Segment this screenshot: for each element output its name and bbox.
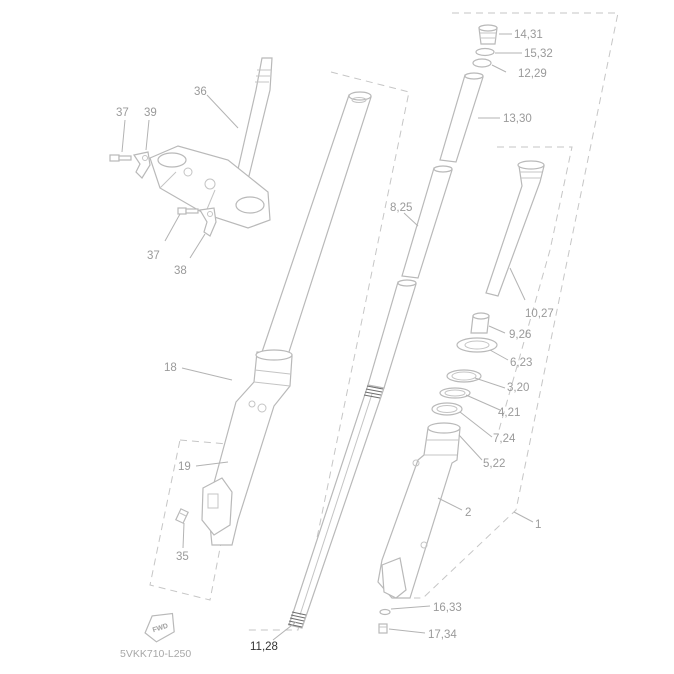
label-19: 19 — [178, 461, 191, 473]
label-17-34: 17,34 — [428, 629, 457, 641]
label-9-26: 9,26 — [509, 329, 531, 341]
bushing-9-26 — [470, 312, 490, 334]
group-outline-outer-tube-assembly — [414, 12, 619, 599]
clip-3-20 — [446, 369, 482, 383]
label-37-lower: 37 — [147, 250, 160, 262]
bolt-37-lower — [177, 207, 199, 215]
seal-12-29 — [472, 58, 492, 68]
damper-rod-13-30 — [439, 72, 484, 163]
damper-rod-lower — [367, 279, 417, 389]
o-ring-15-32 — [475, 47, 495, 57]
oil-seal-4-21 — [439, 387, 471, 399]
label-39: 39 — [144, 107, 157, 119]
group-outline-lower-bracket — [149, 439, 241, 601]
dust-seal-6-23 — [456, 337, 498, 353]
washer-7-24 — [431, 402, 463, 416]
inner-tube-bottom-thread — [287, 611, 307, 628]
damper-rod-8-25 — [401, 165, 453, 279]
inner-tube — [287, 382, 385, 629]
label-11-28: 11,28 — [250, 641, 278, 653]
outer-tube-left — [261, 91, 372, 356]
label-13-30: 13,30 — [503, 113, 532, 125]
damper-cartridge-10-27 — [485, 160, 545, 297]
clamp-39 — [133, 151, 151, 179]
label-1: 1 — [535, 519, 541, 531]
label-3-20: 3,20 — [507, 382, 529, 394]
label-15-32: 15,32 — [524, 48, 553, 60]
washer-16-33 — [379, 608, 391, 616]
label-7-24: 7,24 — [493, 433, 516, 445]
label-18: 18 — [164, 362, 177, 374]
group-outline-inner-tube — [245, 71, 410, 631]
label-12-29: 12,29 — [518, 68, 547, 80]
label-36: 36 — [194, 86, 207, 98]
diagram-code: 5VKK710-L250 — [120, 648, 191, 660]
label-10-27: 10,27 — [525, 308, 554, 320]
steering-stem — [235, 57, 273, 181]
label-35: 35 — [176, 551, 189, 563]
bolt-17-34 — [378, 623, 388, 634]
fork-leg-left — [201, 349, 293, 546]
label-16-33: 16,33 — [433, 602, 462, 614]
label-4-21: 4,21 — [498, 407, 520, 419]
label-8-25: 8,25 — [390, 202, 412, 214]
clamp-38 — [199, 207, 217, 237]
bolt-37-upper — [109, 154, 132, 162]
label-5-22: 5,22 — [483, 458, 505, 470]
group-outline-damper-parts — [497, 146, 573, 431]
leader-lines — [121, 33, 534, 641]
label-37-upper: 37 — [116, 107, 129, 119]
label-38: 38 — [174, 265, 187, 277]
fwd-text: FWD — [152, 623, 169, 635]
outer-tube-right — [377, 422, 461, 599]
label-14-31: 14,31 — [514, 29, 543, 41]
label-6-23: 6,23 — [510, 357, 532, 369]
label-2: 2 — [465, 507, 471, 519]
cap-bolt-14-31 — [478, 24, 498, 45]
fwd-arrow-icon: FWD — [144, 612, 175, 643]
bolt-35 — [175, 508, 189, 524]
